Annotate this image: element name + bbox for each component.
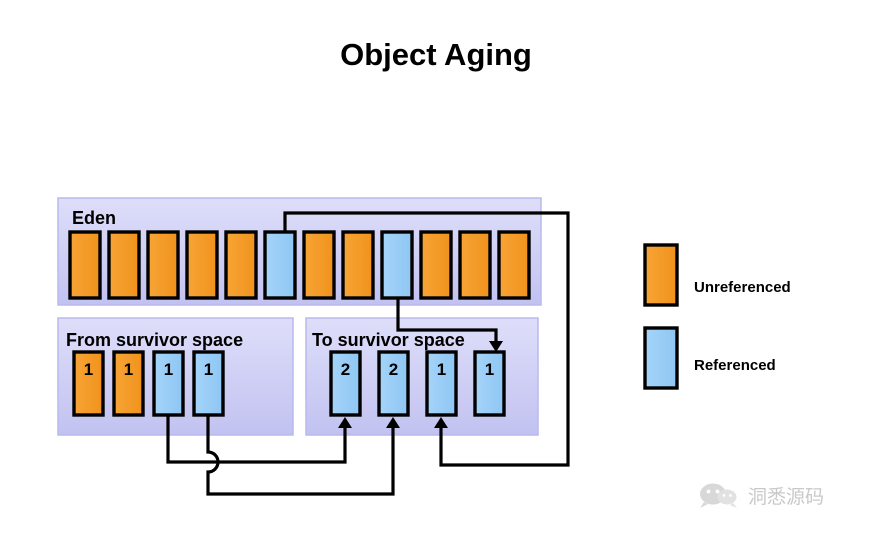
region-label-from-survivor: From survivor space <box>66 330 243 350</box>
memory-cell <box>497 230 531 300</box>
legend-label-unreferenced: Unreferenced <box>694 279 791 296</box>
connectors-layer <box>166 211 570 496</box>
legend-item-unreferenced: Unreferenced <box>643 243 791 307</box>
connector-eden9-to-tosurvivor4 <box>396 298 503 352</box>
connector-arrowhead <box>434 417 448 428</box>
page-title: Object Aging <box>340 37 532 72</box>
legend-swatch-referenced <box>643 326 679 390</box>
memory-cell: 2 <box>377 350 410 417</box>
connector-arrowhead <box>338 417 352 428</box>
region-label-to-survivor: To survivor space <box>312 330 465 350</box>
memory-cell: 1 <box>473 350 506 417</box>
to-survivor-cell-4-age: 1 <box>485 360 494 379</box>
eden-cell-7-unreferenced <box>302 230 336 300</box>
region-eden: Eden <box>57 197 542 306</box>
from-survivor-cell-1-unreferenced <box>72 350 105 417</box>
from-survivor-cell-4-referenced <box>192 350 225 417</box>
to-survivor-cell-2-referenced <box>377 350 410 417</box>
memory-cell: 2 <box>329 350 362 417</box>
eden-cell-5-unreferenced <box>224 230 258 300</box>
to-survivor-cell-4-referenced <box>473 350 506 417</box>
memory-cell: 1 <box>112 350 145 417</box>
connector-line <box>283 211 570 467</box>
from-survivor-cell-2-age: 1 <box>124 360 133 379</box>
memory-cell <box>224 230 258 300</box>
connector-line <box>166 415 347 464</box>
from-survivor-cell-3-age: 1 <box>164 360 173 379</box>
memory-cell: 1 <box>425 350 458 417</box>
legend-item-referenced: Referenced <box>643 326 776 390</box>
eden-cell-12-unreferenced <box>497 230 531 300</box>
from-survivor-cell-3-referenced <box>152 350 185 417</box>
memory-cell <box>107 230 141 300</box>
connector-line <box>396 298 498 344</box>
region-from-survivor: From survivor space 1 1 1 1 <box>57 317 294 436</box>
wechat-icon <box>700 483 737 508</box>
memory-cell: 1 <box>72 350 105 417</box>
eden-cell-4-unreferenced <box>185 230 219 300</box>
to-survivor-cell-1-referenced <box>329 350 362 417</box>
to-survivor-cell-2-age: 2 <box>389 360 398 379</box>
memory-cell <box>341 230 375 300</box>
memory-cell <box>68 230 102 300</box>
eden-cell-1-unreferenced <box>68 230 102 300</box>
from-survivor-cell-2-unreferenced <box>112 350 145 417</box>
connector-line <box>206 415 395 496</box>
memory-cell <box>185 230 219 300</box>
memory-cell <box>458 230 492 300</box>
watermark: 洞悉源码 <box>700 483 824 508</box>
to-survivor-cell-1-age: 2 <box>341 360 350 379</box>
connector-fromsurvivor3-to-tosurvivor1 <box>166 415 352 464</box>
eden-cell-8-unreferenced <box>341 230 375 300</box>
from-survivor-cell-4-age: 1 <box>204 360 213 379</box>
memory-cell <box>263 230 297 300</box>
memory-cell <box>380 230 414 300</box>
region-label-eden: Eden <box>72 208 116 228</box>
eden-cell-3-unreferenced <box>146 230 180 300</box>
memory-cell: 1 <box>192 350 225 417</box>
from-survivor-cell-1-age: 1 <box>84 360 93 379</box>
eden-cell-10-unreferenced <box>419 230 453 300</box>
memory-cell: 1 <box>152 350 185 417</box>
eden-cell-11-unreferenced <box>458 230 492 300</box>
connector-arrowhead <box>489 341 503 352</box>
eden-cell-9-referenced <box>380 230 414 300</box>
to-survivor-cell-3-referenced <box>425 350 458 417</box>
legend-swatch-unreferenced <box>643 243 679 307</box>
connector-arrowhead <box>386 417 400 428</box>
to-survivor-cell-3-age: 1 <box>437 360 446 379</box>
watermark-label: 洞悉源码 <box>748 486 824 508</box>
legend-label-referenced: Referenced <box>694 357 776 374</box>
connector-fromsurvivor4-to-tosurvivor2 <box>206 415 400 496</box>
memory-cell <box>302 230 336 300</box>
connector-eden6-to-tosurvivor3 <box>283 211 570 467</box>
region-to-survivor: To survivor space 2 2 1 1 <box>305 317 539 436</box>
memory-cell <box>146 230 180 300</box>
memory-cell <box>419 230 453 300</box>
eden-cell-6-referenced <box>263 230 297 300</box>
eden-cell-2-unreferenced <box>107 230 141 300</box>
